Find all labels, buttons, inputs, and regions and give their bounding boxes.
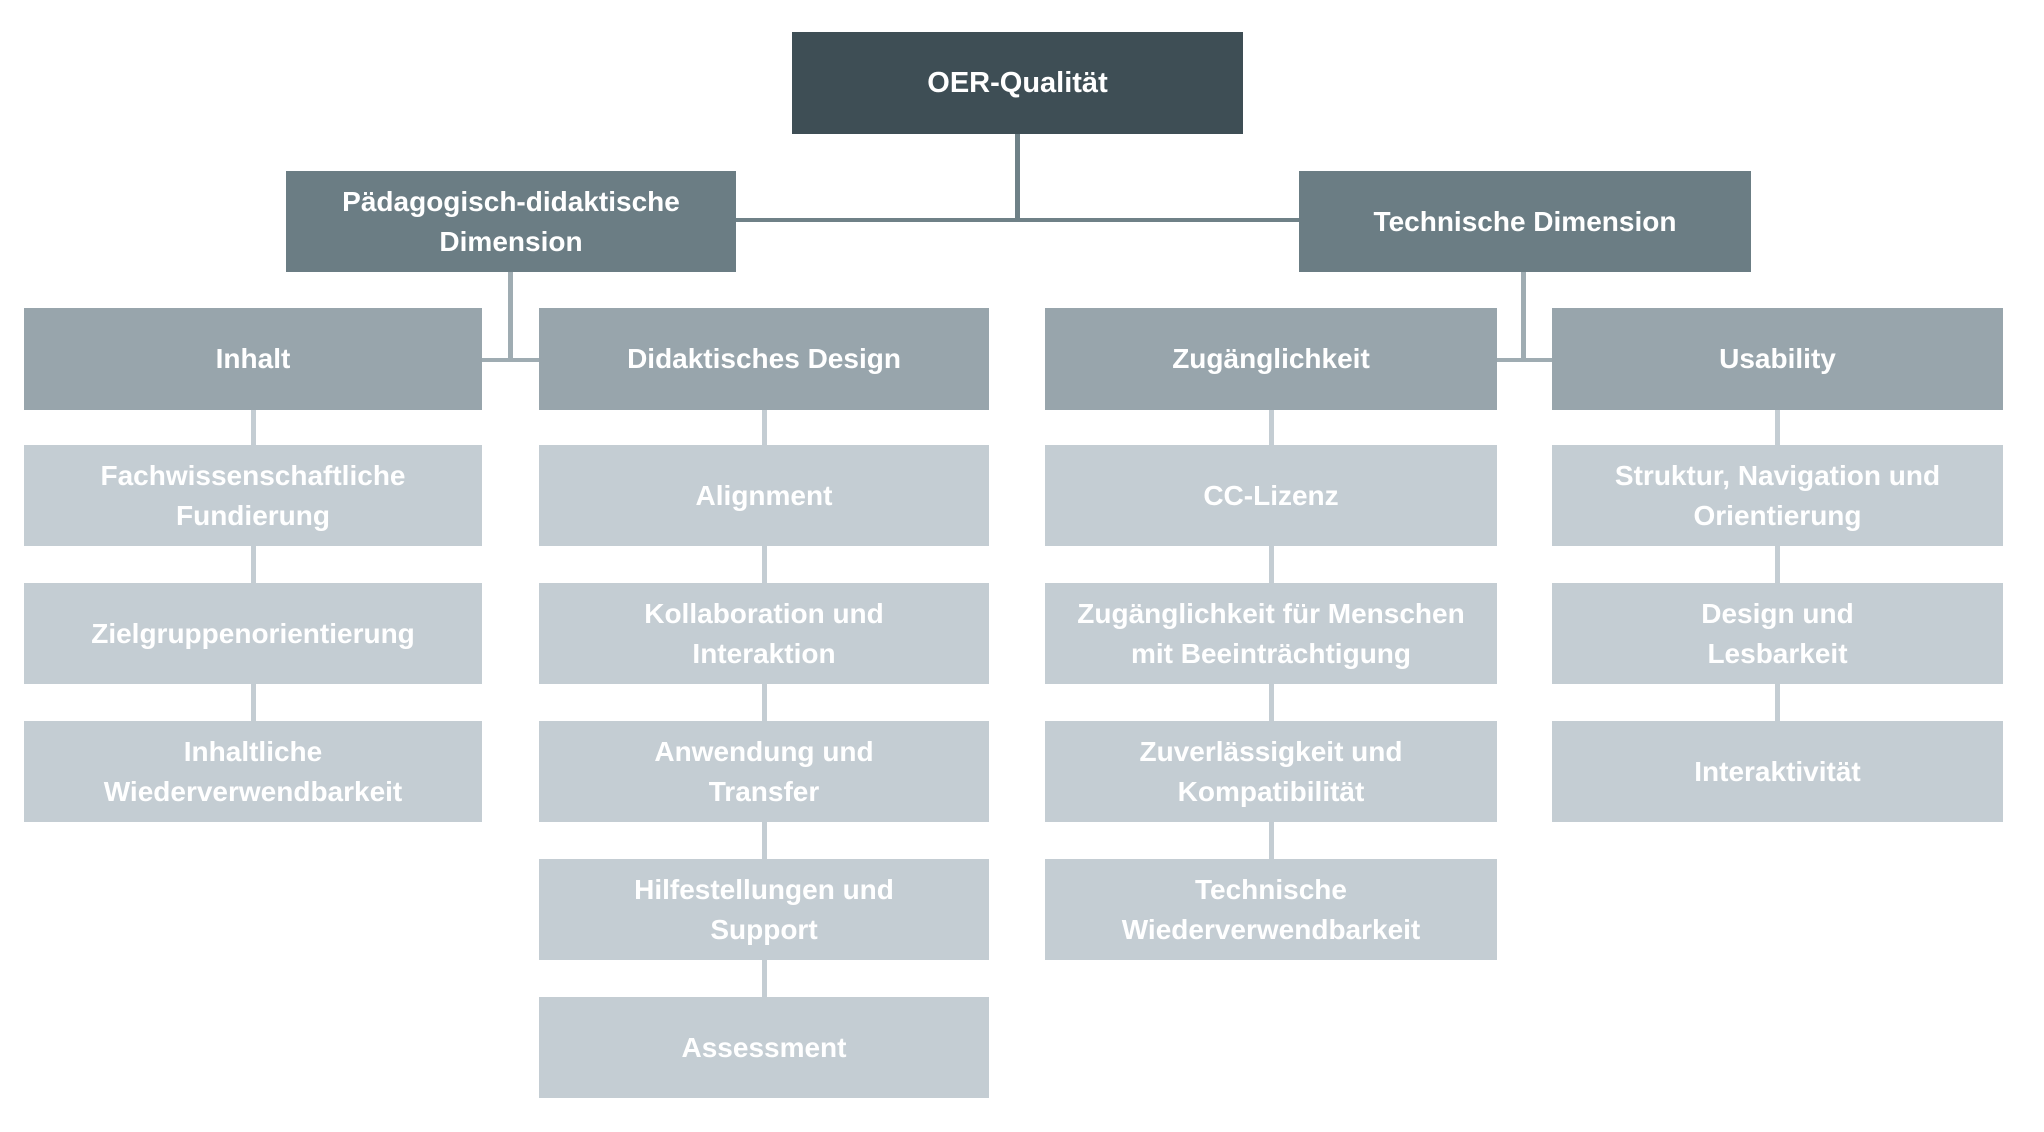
connector-item-drop [761, 546, 767, 583]
item-box: Inhaltliche Wiederverwendbarkeit [24, 721, 482, 822]
column-header-box: Didaktisches Design [539, 308, 989, 410]
connector-dimensions-horizontal [736, 218, 1299, 222]
item-box: Struktur, Navigation und Orientierung [1552, 445, 2003, 546]
column-header-box: Usability [1552, 308, 2003, 410]
item-box: Alignment [539, 445, 989, 546]
connector-item-drop [250, 410, 256, 445]
connector-item-drop [761, 684, 767, 721]
connector-right-dimension-tick [1497, 358, 1552, 362]
item-box: Interaktivität [1552, 721, 2003, 822]
connector-item-drop [1268, 410, 1274, 445]
item-box: Kollaboration und Interaktion [539, 583, 989, 684]
item-box: Zielgruppenorientierung [24, 583, 482, 684]
connector-item-drop [1268, 684, 1274, 721]
connector-item-drop [1775, 684, 1780, 721]
dimension-box-paedagogisch-didaktisch: Pädagogisch-didaktische Dimension [286, 171, 736, 272]
connector-left-dimension-tick [482, 358, 539, 362]
connector-item-drop [761, 960, 767, 997]
connector-item-drop [250, 546, 256, 583]
item-box: CC-Lizenz [1045, 445, 1497, 546]
column-header-box: Inhalt [24, 308, 482, 410]
connector-item-drop [761, 822, 767, 859]
dimension-box-technisch: Technische Dimension [1299, 171, 1751, 272]
item-box: Anwendung und Transfer [539, 721, 989, 822]
item-box: Assessment [539, 997, 989, 1098]
item-box: Fachwissenschaftliche Fundierung [24, 445, 482, 546]
connector-right-dimension-drop [1521, 272, 1526, 362]
item-box: Technische Wiederverwendbarkeit [1045, 859, 1497, 960]
connector-item-drop [1775, 410, 1780, 445]
connector-item-drop [250, 684, 256, 721]
item-box: Zugänglichkeit für Menschen mit Beeinträ… [1045, 583, 1497, 684]
item-box: Zuverlässigkeit und Kompatibilität [1045, 721, 1497, 822]
connector-root-drop [1015, 134, 1020, 220]
column-header-box: Zugänglichkeit [1045, 308, 1497, 410]
connector-item-drop [1268, 546, 1274, 583]
item-box: Hilfestellungen und Support [539, 859, 989, 960]
connector-item-drop [1775, 546, 1780, 583]
connector-item-drop [1268, 822, 1274, 859]
root-box: OER-Qualität [792, 32, 1243, 134]
connector-item-drop [761, 410, 767, 445]
item-box: Design und Lesbarkeit [1552, 583, 2003, 684]
connector-left-dimension-drop [508, 272, 513, 362]
